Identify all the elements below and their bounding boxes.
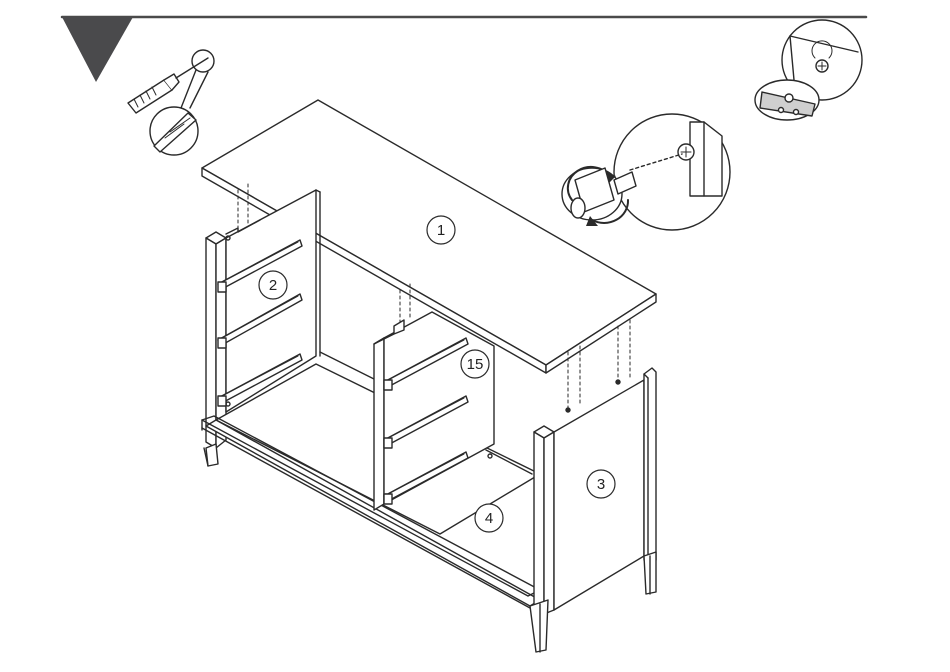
cam-lock-rotation-icon — [562, 114, 730, 230]
callout-label-bottom-panel: 4 — [485, 510, 493, 527]
callout-label-middle-divider: 15 — [467, 356, 484, 373]
screwdriver-icon — [128, 50, 214, 155]
step-triangle-icon — [62, 17, 133, 82]
callout-label-left-side-panel: 2 — [269, 277, 277, 294]
cam-lock-detail-icon — [755, 20, 862, 120]
callout-label-right-side-panel: 3 — [597, 476, 605, 493]
callout-label-top-panel: 1 — [437, 222, 445, 239]
